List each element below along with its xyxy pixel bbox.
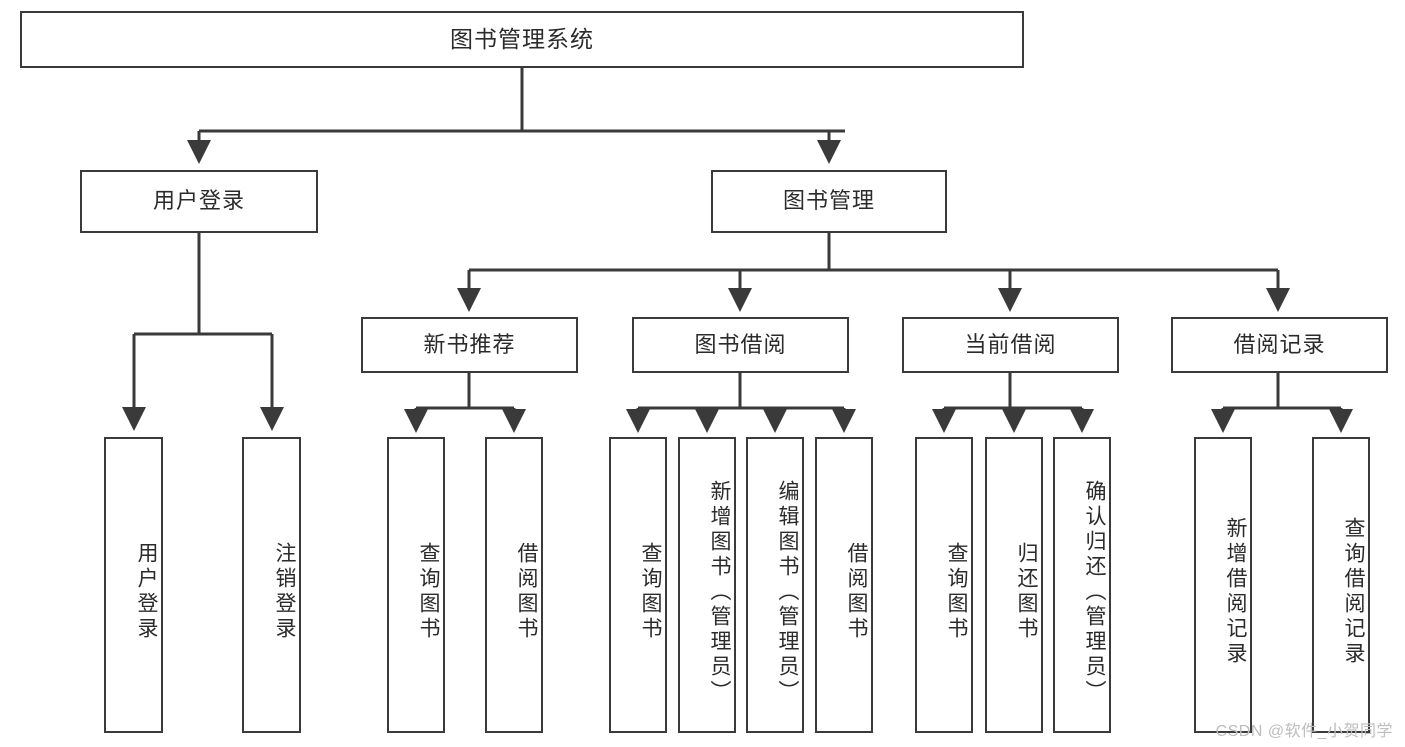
node-user-login[interactable]: 用户登录 bbox=[80, 170, 318, 233]
watermark: CSDN @软件_小贺同学 bbox=[1215, 723, 1393, 740]
node-borrow-add-book-admin-label: 新增图书（管理员） bbox=[708, 479, 731, 705]
node-root[interactable]: 图书管理系统 bbox=[20, 11, 1024, 68]
node-current-query-book[interactable]: 查询图书 bbox=[915, 437, 973, 733]
node-borrow-query-book-label: 查询图书 bbox=[639, 542, 662, 642]
node-current-confirm-return-admin[interactable]: 确认归还（管理员） bbox=[1053, 437, 1111, 733]
node-current-borrow-label: 当前借阅 bbox=[964, 331, 1057, 357]
node-record-add-borrow-record[interactable]: 新增借阅记录 bbox=[1194, 437, 1252, 733]
node-new-book-recommend-label: 新书推荐 bbox=[423, 331, 516, 357]
node-borrow-lend-book-label: 借阅图书 bbox=[845, 542, 868, 642]
node-recommend-borrow-book-label: 借阅图书 bbox=[515, 542, 538, 642]
node-book-management[interactable]: 图书管理 bbox=[711, 170, 947, 233]
node-current-confirm-return-admin-label: 确认归还（管理员） bbox=[1083, 479, 1106, 705]
node-recommend-query-book-label: 查询图书 bbox=[417, 542, 440, 642]
node-recommend-query-book[interactable]: 查询图书 bbox=[387, 437, 445, 733]
node-record-query-borrow-record-label: 查询借阅记录 bbox=[1342, 517, 1365, 667]
node-book-management-label: 图书管理 bbox=[782, 188, 875, 214]
node-borrow-lend-book[interactable]: 借阅图书 bbox=[815, 437, 873, 733]
node-user-login-signout[interactable]: 注销登录 bbox=[242, 437, 301, 733]
node-book-borrow-label: 图书借阅 bbox=[694, 331, 787, 357]
node-current-return-book[interactable]: 归还图书 bbox=[985, 437, 1043, 733]
node-new-book-recommend[interactable]: 新书推荐 bbox=[361, 317, 578, 373]
node-user-login-signin-label: 用户登录 bbox=[135, 542, 158, 642]
node-current-borrow[interactable]: 当前借阅 bbox=[902, 317, 1119, 373]
node-record-query-borrow-record[interactable]: 查询借阅记录 bbox=[1312, 437, 1370, 733]
node-root-label: 图书管理系统 bbox=[450, 25, 594, 52]
node-record-add-borrow-record-label: 新增借阅记录 bbox=[1224, 517, 1247, 667]
node-recommend-borrow-book[interactable]: 借阅图书 bbox=[485, 437, 543, 733]
node-borrow-query-book[interactable]: 查询图书 bbox=[609, 437, 667, 733]
node-borrow-add-book-admin[interactable]: 新增图书（管理员） bbox=[678, 437, 736, 733]
node-borrow-record-label: 借阅记录 bbox=[1233, 331, 1326, 357]
node-user-login-signout-label: 注销登录 bbox=[273, 542, 296, 642]
node-borrow-edit-book-admin-label: 编辑图书（管理员） bbox=[776, 479, 799, 705]
node-current-return-book-label: 归还图书 bbox=[1015, 542, 1038, 642]
node-current-query-book-label: 查询图书 bbox=[945, 542, 968, 642]
node-user-login-label: 用户登录 bbox=[152, 188, 245, 214]
node-user-login-signin[interactable]: 用户登录 bbox=[104, 437, 163, 733]
node-borrow-record[interactable]: 借阅记录 bbox=[1171, 317, 1388, 373]
node-borrow-edit-book-admin[interactable]: 编辑图书（管理员） bbox=[746, 437, 804, 733]
node-book-borrow[interactable]: 图书借阅 bbox=[632, 317, 849, 373]
